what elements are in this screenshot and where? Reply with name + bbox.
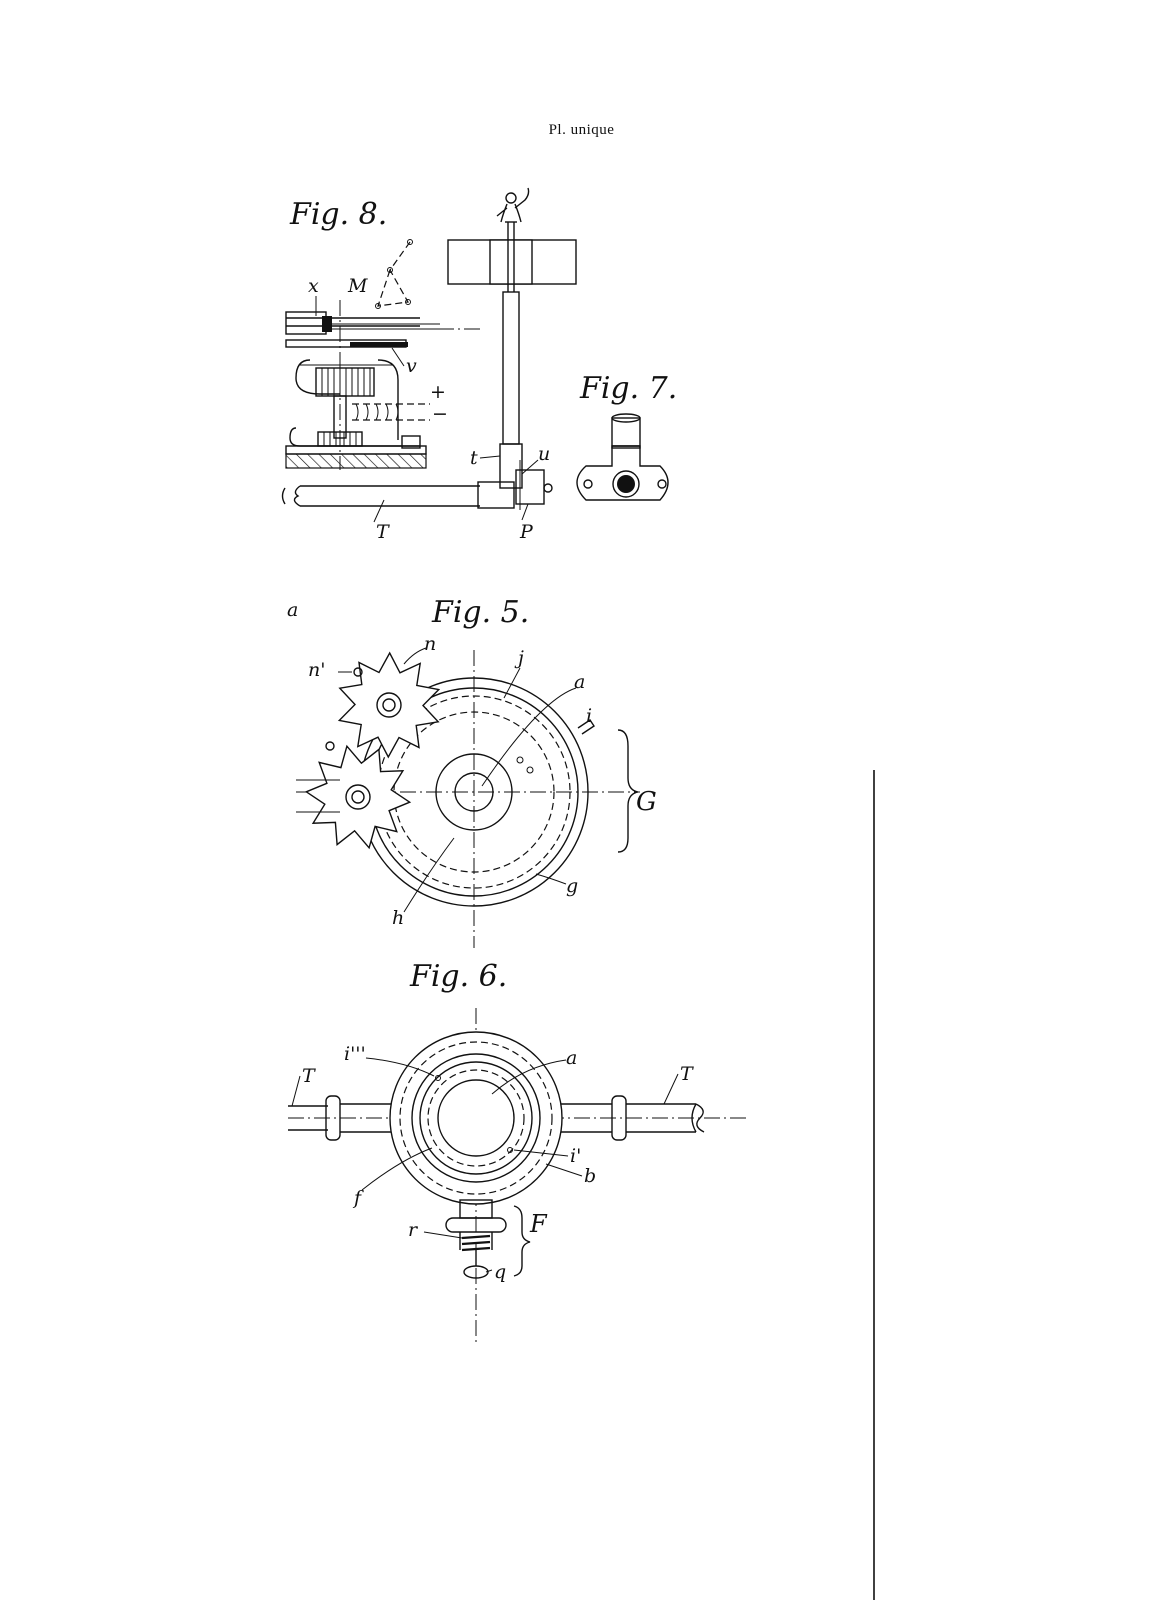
figure-6: Fig. 6. bbox=[288, 959, 746, 1346]
fig8-pipe-T bbox=[281, 481, 515, 509]
fig6-label-i-prime: i' bbox=[570, 1145, 581, 1167]
fig5-label-G: G bbox=[636, 787, 657, 817]
figure-5: Fig. 5. a bbox=[287, 595, 657, 948]
fig8-label-T: T bbox=[376, 521, 390, 543]
fig8-label-t: t bbox=[470, 447, 478, 469]
fig8-motor-assembly bbox=[285, 239, 480, 470]
figure-8: Fig. 8. bbox=[281, 187, 577, 543]
fig8-label-M: M bbox=[347, 275, 368, 297]
fig6-tube-right bbox=[558, 1095, 705, 1141]
fig8-label-v: v bbox=[406, 355, 417, 377]
fig5-label-n-prime: n' bbox=[308, 659, 325, 681]
fig6-label-f: f bbox=[352, 1187, 364, 1209]
fig8-ceiling-block bbox=[447, 239, 577, 285]
fig8-label-minus: − bbox=[432, 403, 448, 425]
fig8-block-t bbox=[499, 443, 523, 489]
fig6-label-a: a bbox=[566, 1047, 577, 1069]
fig6-label-b: b bbox=[584, 1165, 596, 1187]
fig5-label-a-margin: a bbox=[287, 599, 298, 621]
plate-title: Pl. unique bbox=[548, 122, 615, 138]
fig8-label-P: P bbox=[519, 521, 534, 543]
fig6-title: Fig. 6. bbox=[409, 959, 507, 994]
fig5-label-a: a bbox=[574, 671, 585, 693]
fig6-label-F: F bbox=[529, 1210, 548, 1238]
fig5-label-j: j bbox=[514, 647, 524, 669]
fig5-label-i: i bbox=[586, 705, 592, 727]
fig6-label-T-right: T bbox=[680, 1063, 694, 1085]
fig5-label-h: h bbox=[392, 907, 404, 929]
fig5-title: Fig. 5. bbox=[431, 595, 529, 630]
fig6-label-T-left: T bbox=[302, 1065, 316, 1087]
fig5-label-g: g bbox=[566, 875, 578, 897]
fig5-label-n: n bbox=[424, 633, 436, 655]
fig8-label-u: u bbox=[538, 443, 550, 465]
fig6-valve-F bbox=[445, 1199, 531, 1279]
fig8-title: Fig. 8. bbox=[289, 197, 387, 232]
fig6-label-i-triple: i''' bbox=[344, 1043, 366, 1065]
fig7-elbow-fitting bbox=[576, 413, 669, 501]
fig8-label-plus: + bbox=[430, 381, 446, 403]
fig6-body bbox=[389, 1031, 563, 1205]
fig8-figurine-icon bbox=[496, 187, 530, 223]
figure-7: Fig. 7. bbox=[576, 371, 677, 501]
fig6-label-r: r bbox=[408, 1219, 419, 1241]
fig7-title: Fig. 7. bbox=[579, 371, 677, 406]
fig8-label-x: x bbox=[308, 275, 319, 297]
fig6-tube-left bbox=[288, 1095, 392, 1141]
fig6-label-q: q bbox=[494, 1261, 506, 1283]
fig5-gear-n bbox=[337, 651, 441, 759]
fig5-gear-lower bbox=[296, 741, 412, 850]
